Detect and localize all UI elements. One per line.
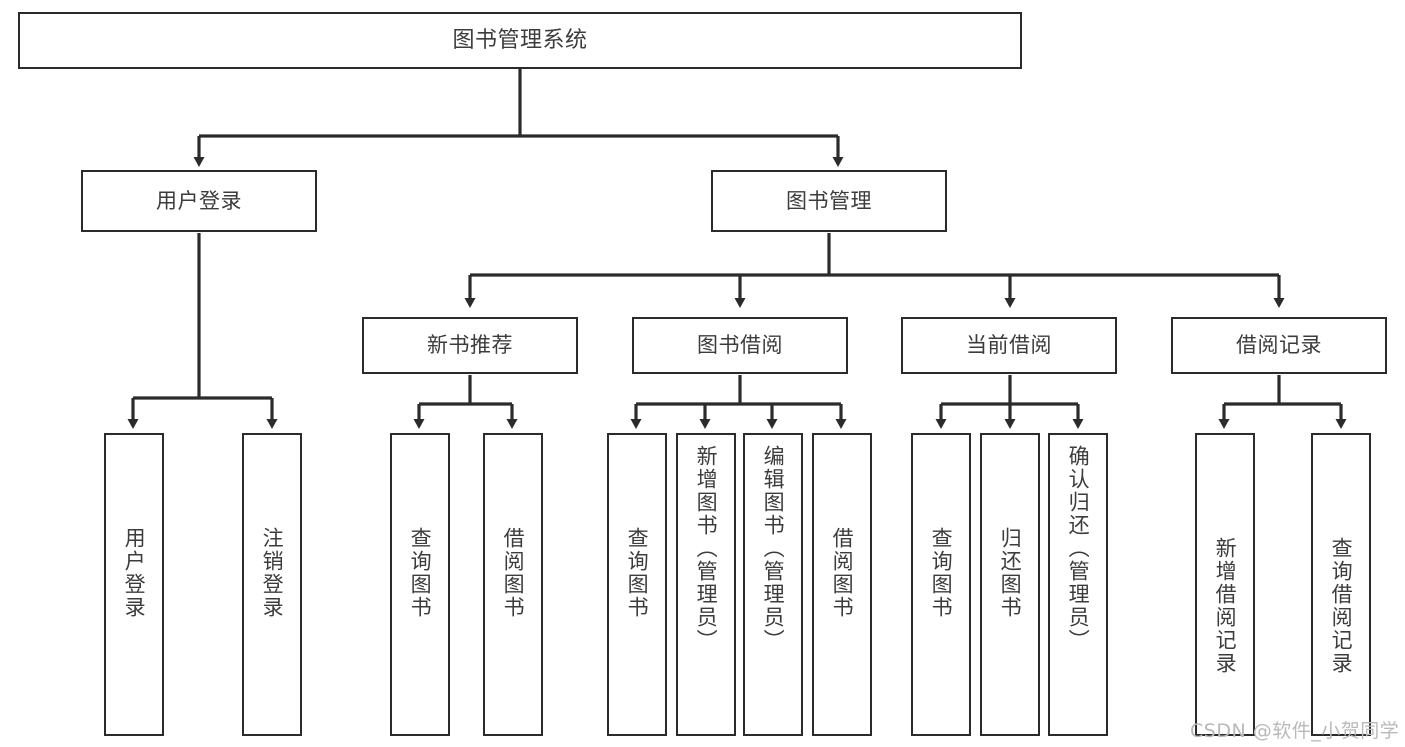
node-label: 借阅图书 xyxy=(830,527,855,619)
node-root-system[interactable]: 图书管理系统 xyxy=(18,12,1022,69)
node-label: 借阅图书 xyxy=(501,527,526,619)
leaf-current-confirm-return-admin[interactable]: 确认归还（管理员） xyxy=(1048,433,1108,736)
leaf-recommend-query-book[interactable]: 查询图书 xyxy=(390,433,450,736)
node-label: 图书管理 xyxy=(786,188,872,213)
node-label: 查询借阅记录 xyxy=(1329,537,1354,675)
leaf-borrow-edit-book-admin[interactable]: 编辑图书（管理员） xyxy=(743,433,803,736)
node-user-login[interactable]: 用户登录 xyxy=(81,170,317,232)
leaf-user-login-signin[interactable]: 用户登录 xyxy=(104,433,164,736)
node-label: 图书管理系统 xyxy=(452,27,588,53)
leaf-borrow-add-book-admin[interactable]: 新增图书（管理员） xyxy=(676,433,736,736)
node-book-management[interactable]: 图书管理 xyxy=(711,170,947,232)
leaf-user-login-signout[interactable]: 注销登录 xyxy=(242,433,302,736)
leaf-borrow-query-book[interactable]: 查询图书 xyxy=(607,433,667,736)
leaf-record-query-record[interactable]: 查询借阅记录 xyxy=(1311,433,1371,736)
node-book-borrow[interactable]: 图书借阅 xyxy=(632,317,848,374)
node-label: 确认归还（管理员） xyxy=(1066,445,1091,652)
node-label: 编辑图书（管理员） xyxy=(761,445,786,652)
node-label: 注销登录 xyxy=(260,527,285,619)
watermark-text: CSDN @软件_小贺同学 xyxy=(1190,720,1400,742)
node-label: 当前借阅 xyxy=(966,333,1052,358)
node-current-borrow[interactable]: 当前借阅 xyxy=(901,317,1117,374)
leaf-current-return-book[interactable]: 归还图书 xyxy=(980,433,1040,736)
node-borrow-record[interactable]: 借阅记录 xyxy=(1171,317,1387,374)
node-label: 图书借阅 xyxy=(697,333,783,358)
node-label: 新书推荐 xyxy=(427,333,513,358)
leaf-borrow-borrow-book[interactable]: 借阅图书 xyxy=(812,433,872,736)
node-label: 新增图书（管理员） xyxy=(694,445,719,652)
leaf-current-query-book[interactable]: 查询图书 xyxy=(911,433,971,736)
node-label: 用户登录 xyxy=(156,188,242,213)
node-label: 归还图书 xyxy=(998,527,1023,619)
node-label: 查询图书 xyxy=(408,527,433,619)
node-label: 新增借阅记录 xyxy=(1213,537,1238,675)
node-label: 用户登录 xyxy=(122,527,147,619)
node-label: 查询图书 xyxy=(929,527,954,619)
leaf-record-add-record[interactable]: 新增借阅记录 xyxy=(1195,433,1255,736)
node-new-book-recommend[interactable]: 新书推荐 xyxy=(362,317,578,374)
leaf-recommend-borrow-book[interactable]: 借阅图书 xyxy=(483,433,543,736)
node-label: 借阅记录 xyxy=(1236,333,1322,358)
node-label: 查询图书 xyxy=(625,527,650,619)
